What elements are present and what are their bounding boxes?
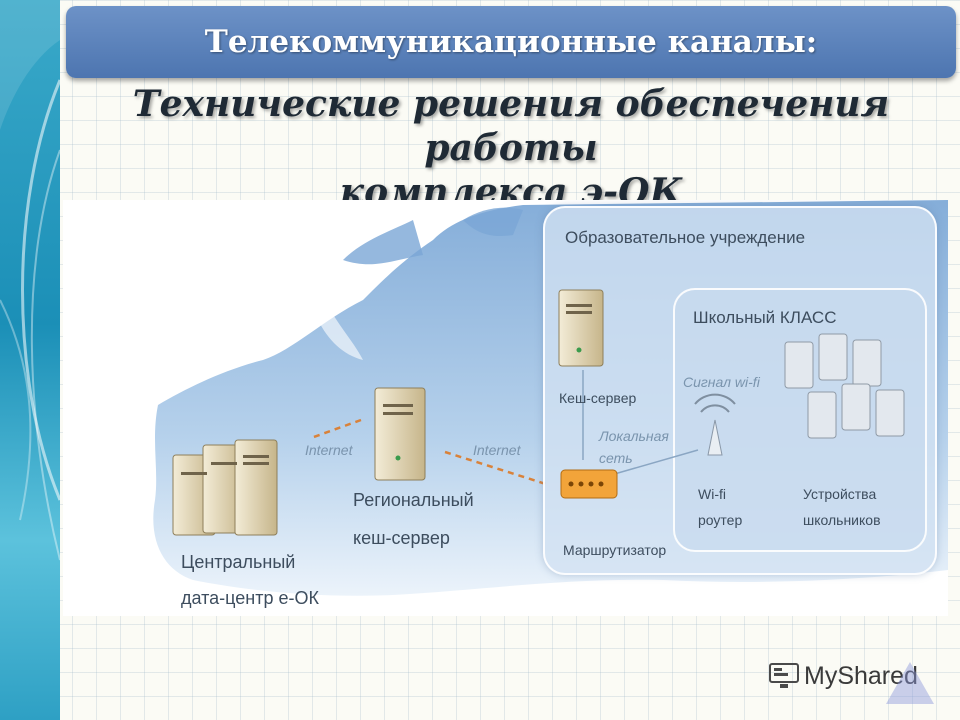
link-central-regional [310, 418, 362, 440]
local-net-label-line-1: Локальная [599, 428, 669, 444]
local-net-label-line-2: сеть [599, 450, 633, 466]
org-label: Образовательное учреждение [565, 228, 806, 247]
class-label: Школьный КЛАСС [693, 308, 837, 327]
wifi-router-label-line-2: роутер [698, 512, 743, 528]
wifi-router-icon [694, 393, 736, 456]
monitor-icon [769, 663, 799, 688]
left-decorative-strip [0, 0, 60, 720]
myshared-watermark: MyShared [768, 656, 948, 706]
strip-swirl-decoration [0, 0, 60, 561]
regional-label-line-2: кеш-сервер [353, 528, 450, 548]
network-diagram: Образовательное учреждение Школьный КЛАС… [63, 200, 948, 616]
central-datacenter-servers-icon [172, 439, 278, 536]
subtitle-line-1: Технические решения обеспечения работы [132, 83, 890, 169]
internet-label-2: Internet [473, 442, 521, 458]
regional-cache-server-icon [374, 387, 426, 481]
link-regional-router [444, 450, 550, 487]
wifi-router-label-line-1: Wi-fi [698, 486, 726, 502]
devices-label-line-2: школьников [803, 512, 881, 528]
central-label-line-2: дата-центр е-ОК [181, 588, 319, 608]
central-label-line-1: Центральный [181, 552, 296, 572]
student-tablets-icon [784, 333, 905, 439]
watermark-triangle-icon [886, 662, 934, 704]
internet-label-1: Internet [305, 442, 353, 458]
router-label: Маршрутизатор [563, 542, 667, 558]
title-bar: Телекоммуникационные каналы: [66, 6, 956, 78]
devices-label-line-1: Устройства [803, 486, 877, 502]
regional-label-line-1: Региональный [353, 490, 474, 510]
local-cache-server-icon [558, 289, 604, 367]
wifi-signal-label: Сигнал wi-fi [683, 374, 760, 390]
router-icon [560, 469, 618, 499]
cache-server-label: Кеш-сервер [559, 390, 637, 406]
watermark-text: MyShared [804, 662, 918, 690]
diagram-devices [172, 289, 905, 536]
slide-title: Телекоммуникационные каналы: [204, 24, 818, 60]
slide-subtitle: Технические решения обеспечения работы к… [66, 82, 956, 214]
